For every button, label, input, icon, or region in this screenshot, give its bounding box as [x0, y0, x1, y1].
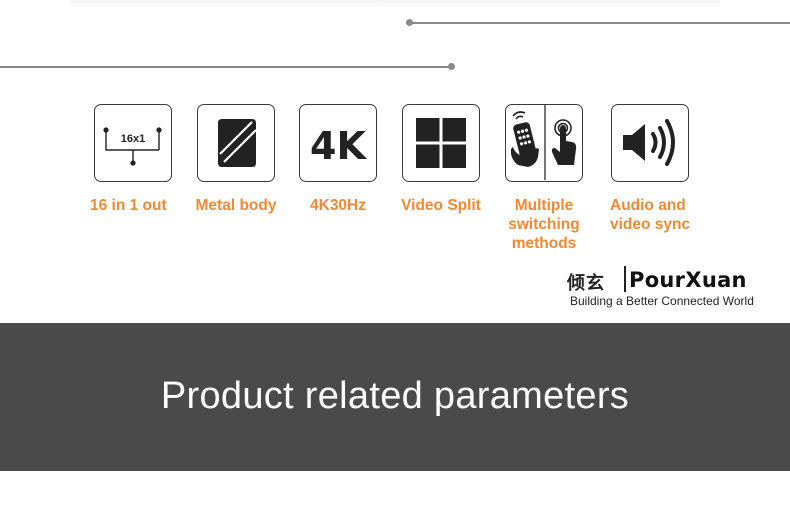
brand-chinese-name: 倾玄	[567, 273, 605, 294]
feature-label-line: switching	[508, 216, 580, 233]
feature-label-line: video sync	[610, 216, 691, 233]
brand-tagline: Building a Better Connected World	[570, 294, 754, 308]
speaker-icon	[611, 104, 689, 182]
switch-diagram-icon: 16x1	[94, 104, 172, 182]
feature-label-line: Multiple	[514, 197, 574, 214]
brand-logo: 倾玄 PourXuan	[565, 266, 770, 296]
parameters-section-band: Product related parameters	[0, 323, 790, 471]
feature-label: Video Split	[401, 197, 481, 214]
video-split-grid-icon	[402, 104, 480, 182]
feature-label-multiline: Multiple switching methods	[499, 196, 589, 253]
feature-label: Metal body	[195, 197, 277, 214]
icon-caption-4k: 4K	[310, 124, 367, 168]
decorative-line-right	[410, 22, 790, 24]
decorative-dot-right	[406, 19, 413, 26]
brand-english-name: PourXuan	[629, 268, 747, 292]
4k-icon: 4K	[299, 104, 377, 182]
brand-separator	[624, 266, 626, 292]
feature-label-multiline: Audio and video sync	[610, 196, 710, 234]
section-title: Product related parameters	[160, 375, 630, 417]
metal-body-icon	[197, 104, 275, 182]
decorative-dot-left	[448, 63, 455, 70]
icon-caption-16x1: 16x1	[121, 133, 145, 145]
feature-label-line: Audio and	[610, 197, 686, 214]
top-faint-bar	[70, 0, 720, 7]
feature-label-line: methods	[511, 235, 577, 252]
feature-label: 4K30Hz	[310, 197, 366, 214]
remote-touch-icon	[505, 104, 583, 182]
feature-label: 16 in 1 out	[90, 197, 167, 214]
decorative-line-left	[0, 66, 452, 68]
